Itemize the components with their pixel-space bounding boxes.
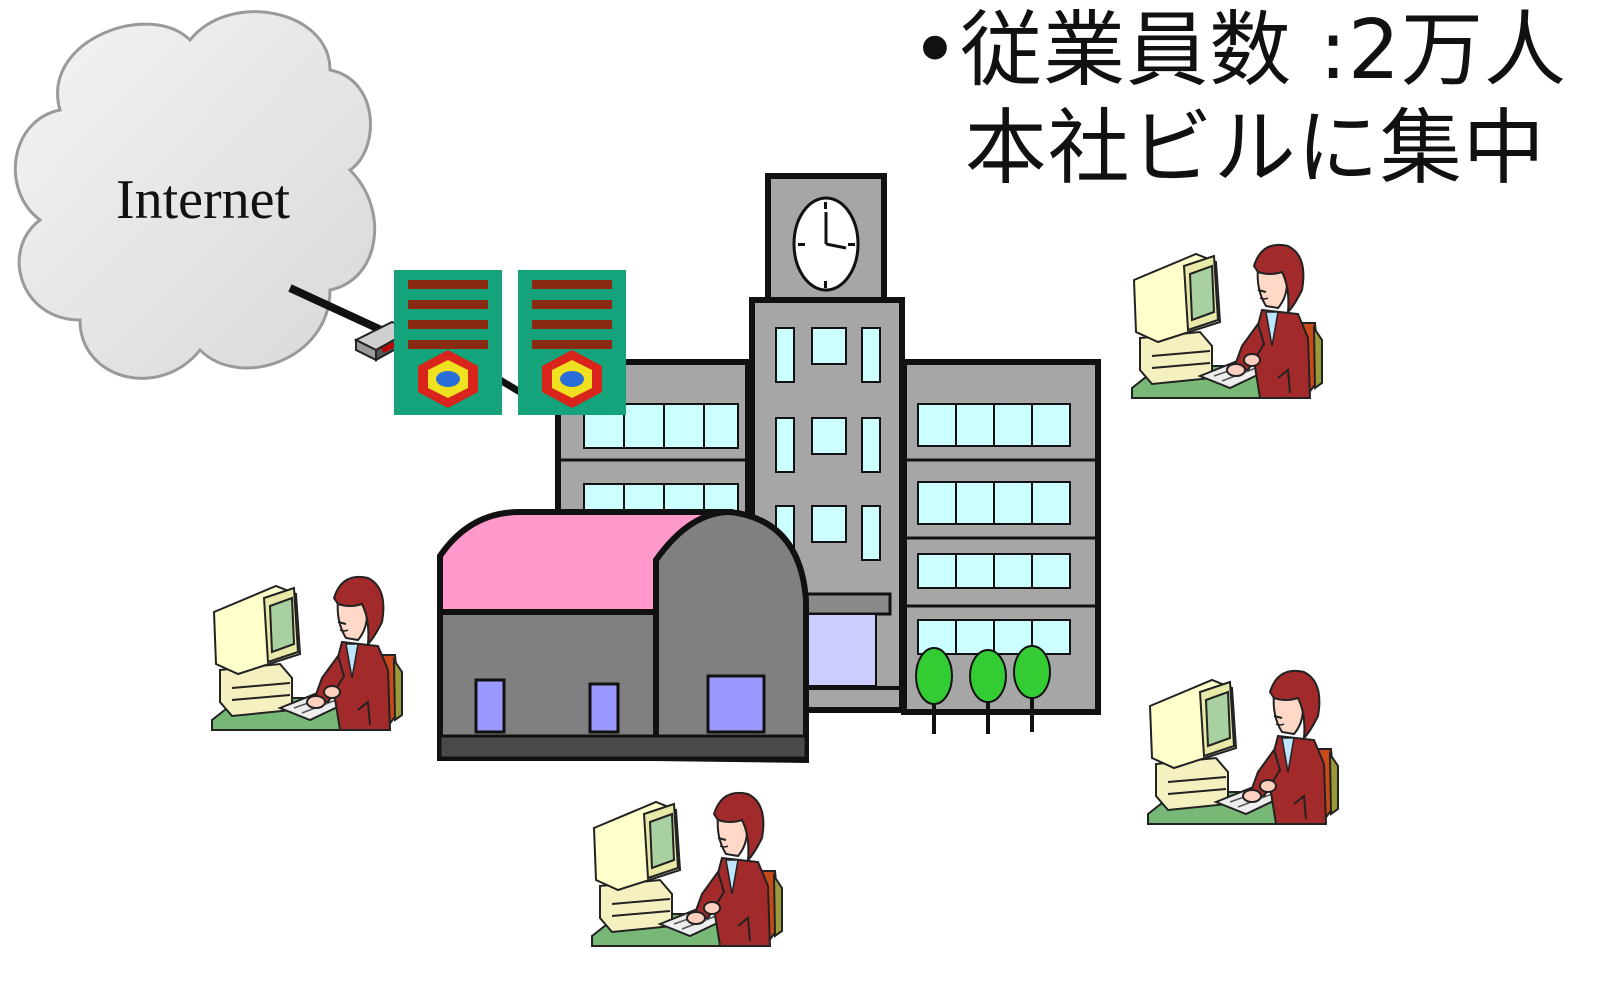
title-line-2: 本社ビルに集中	[964, 101, 1546, 196]
office-worker-icon	[591, 791, 783, 947]
office-worker-icon	[211, 575, 403, 731]
firewall-icon	[394, 270, 502, 415]
office-worker-icon	[1147, 669, 1339, 825]
title-line-1: •従業員数 :2万人	[910, 3, 1567, 98]
clock-icon	[792, 196, 860, 292]
router-to-firewall-link	[498, 376, 522, 396]
internet-cloud-icon: Internet	[13, 10, 377, 380]
office-worker-icon	[1131, 243, 1323, 399]
tree-icon	[915, 645, 1051, 734]
slide-title: •従業員数 :2万人 本社ビルに集中	[911, 2, 1567, 198]
internet-to-router-link	[288, 284, 394, 339]
firewall-icon	[518, 270, 626, 415]
internet-label: Internet	[116, 169, 291, 231]
headquarters-building-icon	[437, 173, 1101, 764]
